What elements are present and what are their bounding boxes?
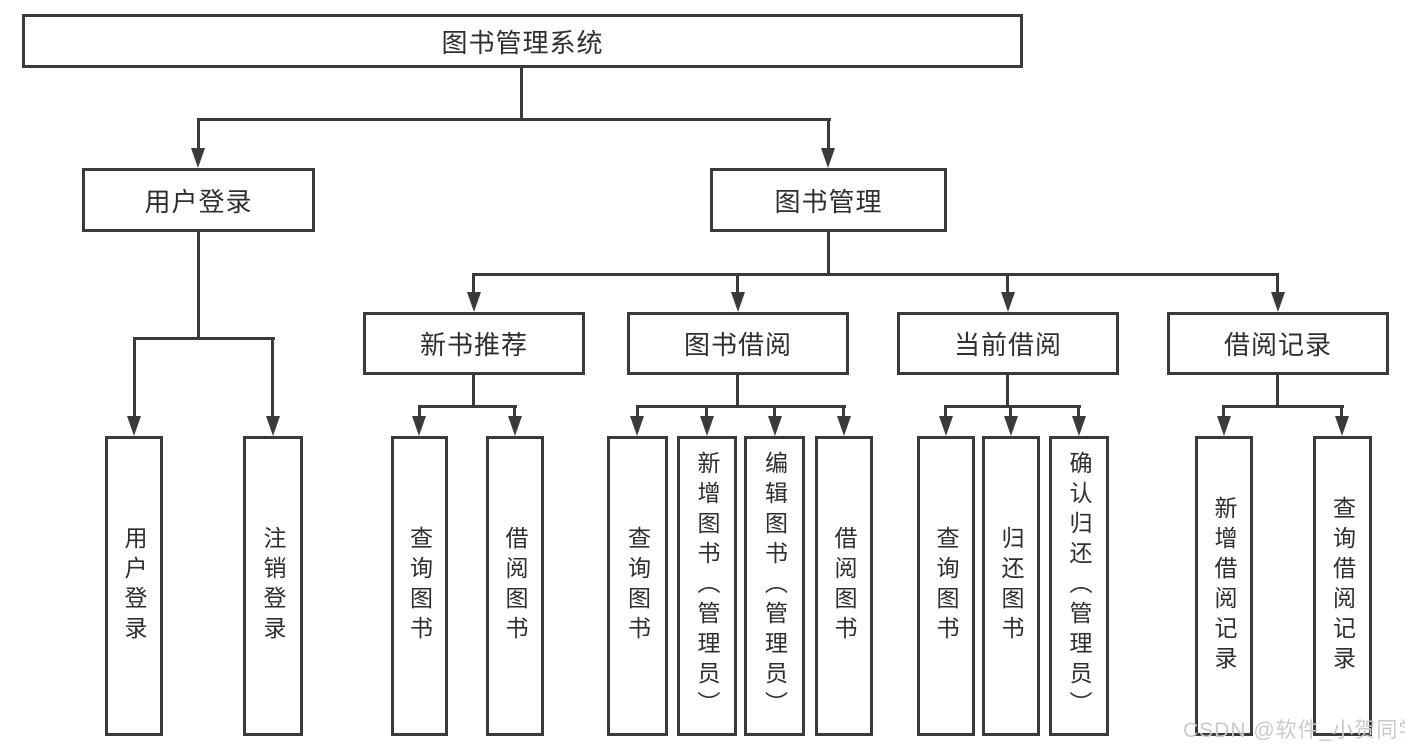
arrowhead-icon: [821, 148, 835, 168]
connector-line: [827, 232, 830, 273]
connector-line: [418, 405, 517, 408]
arrowhead-icon: [191, 148, 205, 168]
connector-line: [636, 405, 639, 416]
node-current-borrowing: 当前借阅: [897, 312, 1119, 375]
connector-line: [636, 405, 846, 408]
arrowhead-icon: [630, 416, 644, 436]
connector-line: [133, 337, 275, 340]
arrowhead-icon: [700, 416, 714, 436]
arrowhead-icon: [467, 292, 481, 312]
leaf-add-books-admin: 新增图书（管理员）: [677, 436, 737, 736]
arrowhead-icon: [768, 416, 782, 436]
connector-line: [842, 405, 845, 416]
leaf-return-books: 归还图书: [982, 436, 1040, 736]
connector-line: [944, 405, 947, 416]
arrowhead-icon: [127, 416, 141, 436]
connector-line: [197, 118, 831, 121]
leaf-query-books-1: 查询图书: [391, 436, 448, 736]
connector-line: [197, 232, 200, 337]
arrowhead-icon: [1072, 416, 1086, 436]
connector-line: [271, 337, 274, 416]
node-book-management: 图书管理: [710, 168, 947, 232]
arrowhead-icon: [1004, 416, 1018, 436]
connector-line: [472, 273, 475, 292]
connector-line: [827, 118, 830, 148]
leaf-confirm-return-admin: 确认归还（管理员）: [1049, 436, 1109, 736]
connector-line: [1077, 405, 1080, 416]
leaf-borrow-books-1: 借阅图书: [486, 436, 544, 736]
connector-line: [1276, 273, 1279, 292]
arrowhead-icon: [1271, 292, 1285, 312]
node-user-login: 用户登录: [82, 168, 315, 232]
connector-line: [418, 405, 421, 416]
leaf-borrow-books-2: 借阅图书: [815, 436, 873, 736]
connector-line: [197, 118, 200, 148]
arrowhead-icon: [731, 292, 745, 312]
node-book-borrowing: 图书借阅: [627, 312, 849, 375]
arrowhead-icon: [1335, 416, 1349, 436]
arrowhead-icon: [1217, 416, 1231, 436]
connector-line: [1276, 375, 1279, 405]
connector-line: [133, 337, 136, 416]
leaf-add-borrow-record: 新增借阅记录: [1195, 436, 1253, 736]
arrowhead-icon: [837, 416, 851, 436]
connector-line: [1340, 405, 1343, 416]
connector-line: [1006, 375, 1009, 405]
arrowhead-icon: [1001, 292, 1015, 312]
connector-line: [513, 405, 516, 416]
connector-line: [736, 273, 739, 292]
leaf-query-books-2: 查询图书: [607, 436, 668, 736]
leaf-user-login: 用户登录: [105, 436, 163, 736]
arrowhead-icon: [266, 416, 280, 436]
leaf-query-borrow-record: 查询借阅记录: [1313, 436, 1372, 736]
connector-line: [520, 68, 523, 118]
node-root: 图书管理系统: [22, 14, 1023, 68]
connector-line: [1009, 405, 1012, 416]
connector-line: [472, 273, 1278, 276]
connector-line: [1222, 405, 1344, 408]
watermark: CSDN @软件_小贺同学: [1183, 719, 1405, 742]
leaf-query-books-3: 查询图书: [917, 436, 975, 736]
arrowhead-icon: [412, 416, 426, 436]
connector-line: [773, 405, 776, 416]
connector-line: [472, 375, 475, 405]
arrowhead-icon: [508, 416, 522, 436]
connector-line: [944, 405, 1081, 408]
arrowhead-icon: [939, 416, 953, 436]
connector-line: [1222, 405, 1225, 416]
connector-line: [705, 405, 708, 416]
connector-line: [1006, 273, 1009, 292]
leaf-logout: 注销登录: [243, 436, 303, 736]
leaf-edit-books-admin: 编辑图书（管理员）: [744, 436, 805, 736]
node-new-book-recommend: 新书推荐: [363, 312, 585, 375]
node-borrowing-records: 借阅记录: [1167, 312, 1389, 375]
connector-line: [736, 375, 739, 405]
